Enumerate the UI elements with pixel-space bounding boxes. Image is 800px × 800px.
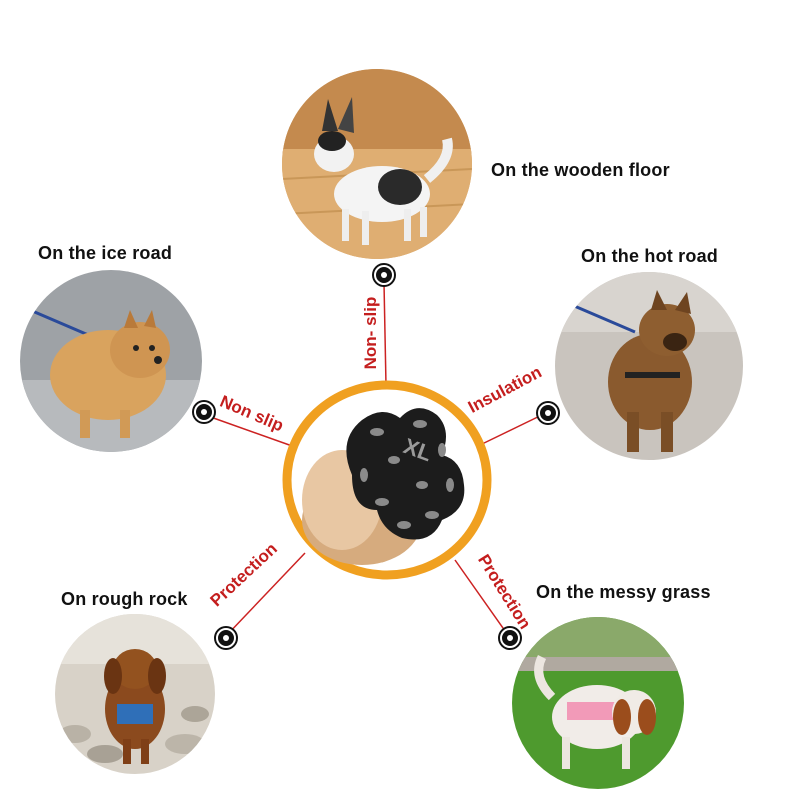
connector-top xyxy=(383,282,387,386)
pad-shape xyxy=(346,408,465,540)
center-paw-ring: XL xyxy=(282,380,492,580)
feature-label-top: Non- slip xyxy=(361,296,380,370)
connector-dot-bottom-right xyxy=(500,628,520,648)
caption-ice-road: On the ice road xyxy=(38,243,173,263)
photo-wooden-floor xyxy=(282,69,472,259)
caption-wooden-floor: On the wooden floor xyxy=(491,160,670,180)
photo-rough-rock xyxy=(55,614,215,774)
connector-dot-right xyxy=(538,403,558,423)
photo-messy-grass xyxy=(512,617,684,789)
connector-bottom-left xyxy=(225,552,306,637)
caption-hot-road: On the hot road xyxy=(581,246,718,266)
caption-rough-rock: On rough rock xyxy=(61,589,188,609)
connector-dot-top xyxy=(374,265,394,285)
connector-dot-bottom-left xyxy=(216,628,236,648)
photo-hot-road xyxy=(555,272,743,460)
connector-dot-left xyxy=(194,402,214,422)
photo-ice-road xyxy=(20,270,202,452)
connector-left xyxy=(204,414,296,448)
caption-messy-grass: On the messy grass xyxy=(536,582,711,602)
connector-right xyxy=(479,411,549,446)
connector-bottom-right xyxy=(454,559,511,639)
